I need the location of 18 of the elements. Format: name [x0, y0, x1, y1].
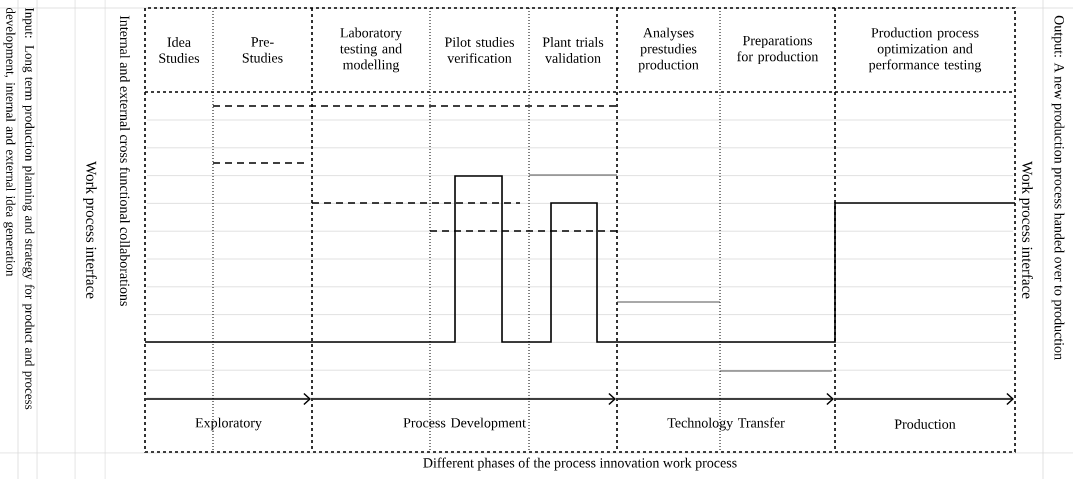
phase-name: Technology Transfer: [667, 417, 785, 431]
side-text: Output: A new production process handed over to production: [1051, 15, 1065, 360]
phase-step-header: Pilot studies verification: [444, 37, 514, 63]
phase-name: Exploratory: [195, 417, 262, 431]
phase-name: Production: [894, 419, 956, 429]
footer-text: Different phases of the process innovation work process: [423, 457, 737, 471]
phase-step-header: Laboratory testing and modelling: [340, 27, 403, 73]
phase-step-header: Idea Studies: [159, 37, 200, 63]
phase-step-header: Preparations for production: [737, 35, 819, 65]
phase-step-header: Analyses prestudies production: [638, 27, 699, 73]
side-text: Work process interface: [83, 161, 97, 299]
side-text: Input: Long term production planning and strategy for product and process development, internal and external idea generation: [3, 7, 35, 410]
phase-name: Process Development: [403, 417, 526, 431]
phase-step-header: Pre-Studies: [242, 37, 283, 63]
phase-step-header: Plant trials validation: [542, 37, 604, 63]
side-text: Internal and external cross functional collaborations: [120, 15, 130, 306]
side-text: Work process interface: [1019, 161, 1033, 299]
phase-step-header: Production process optimization and performance testing: [868, 27, 982, 73]
